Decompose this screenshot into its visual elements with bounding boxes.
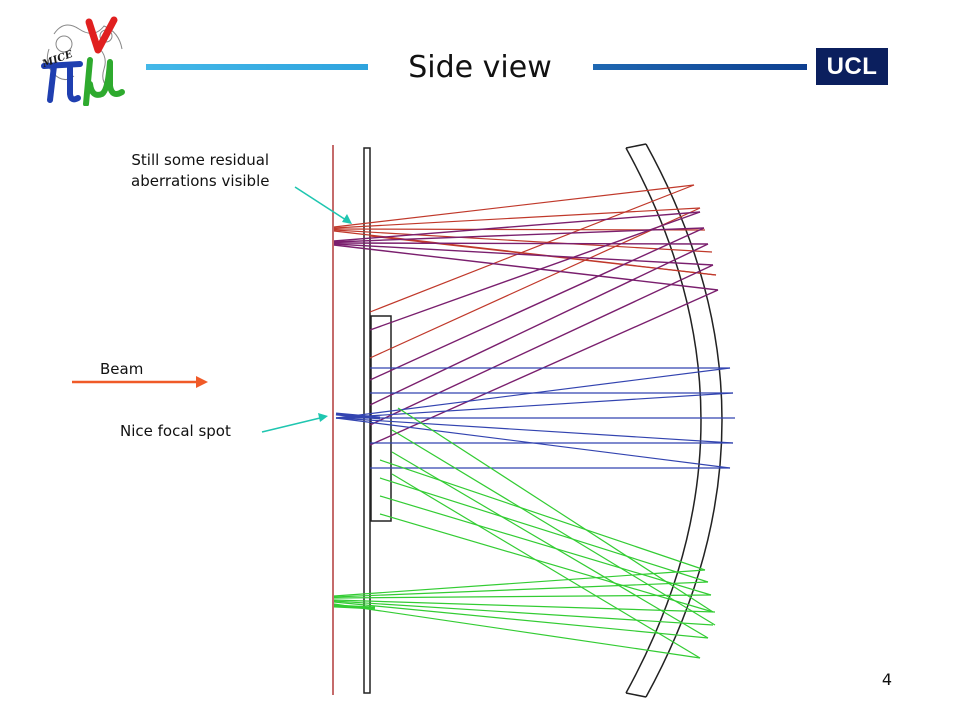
mirror-top-cap [625,143,647,149]
focal-spot-label: Nice focal spot [120,422,231,440]
page-number: 4 [881,670,893,689]
beam-arrow [72,376,208,388]
focal-spot-arrow [261,413,328,433]
title-bar-left [146,64,368,70]
residual-label-line-2: aberrations visible [131,172,270,190]
ucl-logo: UCL [816,48,888,85]
title-bar-right [593,64,807,70]
green-ray-bundle [333,407,716,659]
mirror-inner-arc [625,147,702,694]
beam-label: Beam [100,360,144,378]
residual-aberration-arrow [294,186,352,224]
mice-logo-graphic [41,16,125,107]
mice-logo: MICE [34,14,134,107]
residual-aberrations-label: Still some residual aberrations visible [131,150,269,192]
mirror-outer-arc [645,143,723,698]
mirror-bottom-cap [625,692,647,698]
residual-label-line-1: Still some residual [131,151,270,169]
blue-ray-bundle [335,367,735,469]
slide-title: Side view [408,50,552,85]
